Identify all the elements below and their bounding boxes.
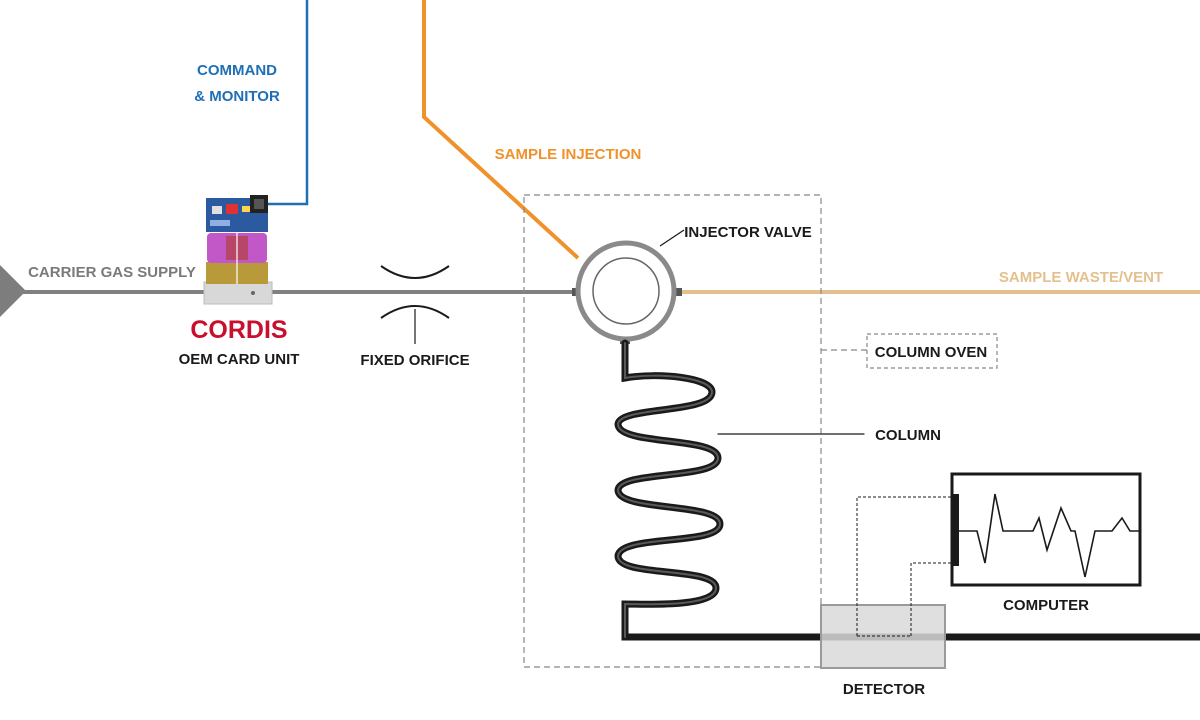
- command-monitor-line: [266, 0, 309, 206]
- cordis-oem-card-icon: [203, 195, 273, 305]
- fixed-orifice-icon: [380, 265, 450, 344]
- sample-waste-vent-label: SAMPLE WASTE/VENT: [999, 269, 1163, 286]
- command-monitor-label-line2: & MONITOR: [194, 88, 280, 105]
- sample-injection-line: [422, 0, 580, 260]
- column-oven-label-box: [866, 333, 998, 369]
- injector-valve-label: INJECTOR VALVE: [684, 224, 812, 241]
- oem-card-unit-label: OEM CARD UNIT: [179, 351, 300, 368]
- detector-block-icon: [820, 496, 951, 669]
- cordis-brand-label: CORDIS: [190, 316, 287, 344]
- column-label: COLUMN: [875, 427, 941, 444]
- injector-valve-icon: [572, 229, 685, 344]
- supply-arrow-icon: [0, 265, 26, 317]
- carrier-gas-supply-label: CARRIER GAS SUPPLY: [28, 264, 196, 281]
- computer-monitor-icon: [950, 472, 1142, 587]
- column-oven-box: [523, 194, 822, 668]
- fixed-orifice-label: FIXED ORIFICE: [360, 352, 469, 369]
- coil-column-icon: [614, 339, 1200, 641]
- column-oven-label: COLUMN OVEN: [875, 344, 988, 361]
- detector-label: DETECTOR: [843, 681, 925, 698]
- computer-label: COMPUTER: [1003, 597, 1089, 614]
- sample-injection-label: SAMPLE INJECTION: [495, 146, 642, 163]
- command-monitor-label-line1: COMMAND: [197, 62, 277, 79]
